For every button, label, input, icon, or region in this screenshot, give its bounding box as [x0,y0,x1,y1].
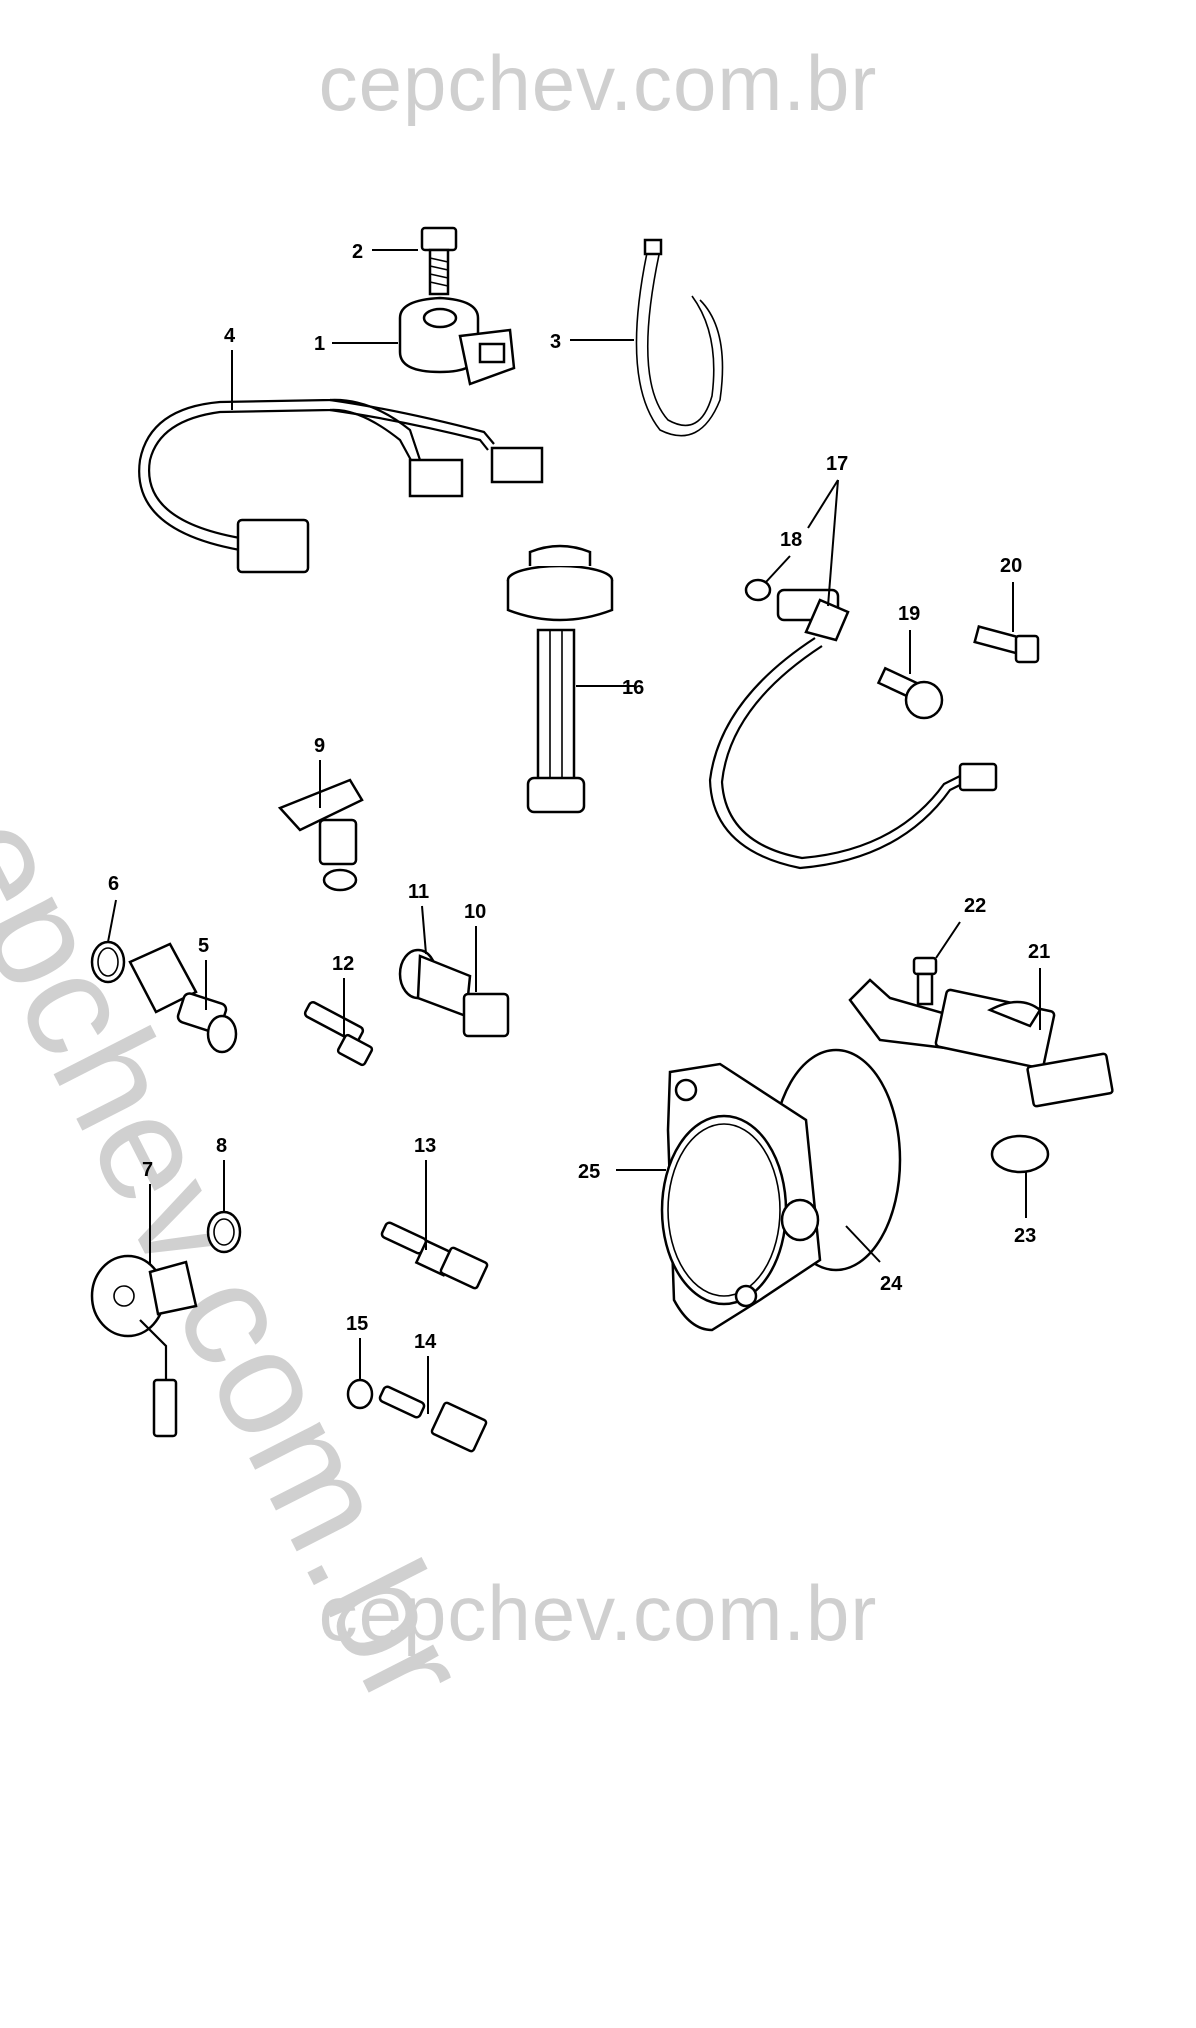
callout-7: 7 [142,1159,153,1181]
callout-20: 20 [1000,555,1022,577]
part-1-knock-sensor [398,296,516,386]
callout-19: 19 [898,603,920,625]
callout-4: 4 [224,325,236,347]
watermark-top: cepchev.com.br [318,39,878,127]
callout-2: 2 [352,241,363,263]
callout-8: 8 [216,1135,227,1157]
part-4-wiring-harness [138,398,544,574]
watermark-bottom: cepchev.com.br [318,1569,878,1657]
leader-lines [107,249,1041,1414]
callout-21: 21 [1028,941,1050,963]
callout-labels: 2 1 3 4 16 17 18 19 20 9 6 5 12 11 10 13… [108,241,1050,1353]
part-7-sender [90,1254,198,1438]
callout-10: 10 [464,901,486,923]
callout-9: 9 [314,735,325,757]
part-25-housing [660,1062,822,1332]
part-12-temp-sensor [303,1001,374,1067]
callout-24: 24 [880,1273,903,1295]
callout-17: 17 [826,453,848,475]
part-5-pressure-switch [128,942,238,1054]
part-13-sensor [380,1221,489,1290]
callout-3: 3 [550,331,561,353]
part-3-cable-tie [635,238,724,437]
callout-22: 22 [964,895,986,917]
part-10-coolant-sensor [398,948,510,1038]
callout-12: 12 [332,953,354,975]
part-18-o-ring [744,578,772,602]
part-19-flange-bolt [876,666,944,720]
callout-15: 15 [346,1313,368,1335]
part-20-bolt [973,625,1040,664]
part-22-screw [912,956,938,1006]
part-23-o-ring [990,1134,1050,1174]
callout-14: 14 [414,1331,437,1353]
callout-18: 18 [780,529,802,551]
callout-6: 6 [108,873,119,895]
parts-diagram: 2 1 3 4 16 17 18 19 20 9 6 5 12 11 10 13… [90,226,1114,1453]
part-17-position-sensor [708,588,998,870]
part-15-o-ring [346,1378,374,1410]
part-21-tps [848,978,1114,1108]
callout-5: 5 [198,935,209,957]
callout-23: 23 [1014,1225,1036,1247]
part-14-sensor [378,1385,488,1453]
callout-1: 1 [314,333,325,355]
part-8-o-ring [206,1210,242,1254]
part-2-bolt [420,226,458,296]
part-16-level-sensor [506,544,614,814]
callout-13: 13 [414,1135,436,1157]
callout-16: 16 [622,677,644,699]
callout-11: 11 [408,881,429,903]
callout-25: 25 [578,1161,600,1183]
